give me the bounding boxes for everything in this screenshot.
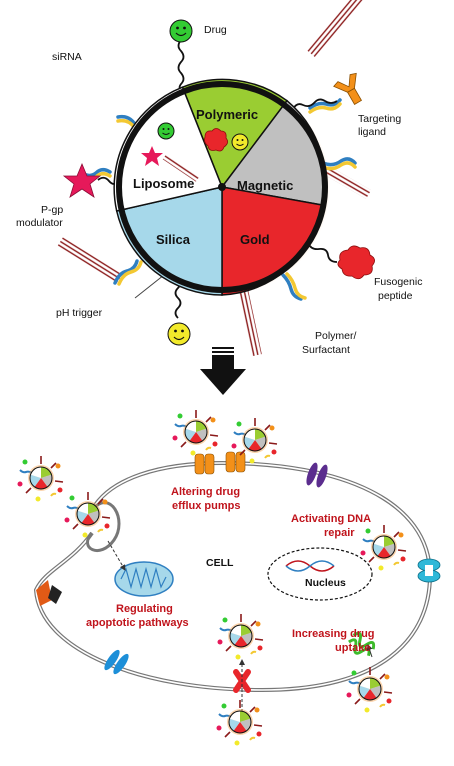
mini-nanoparticle bbox=[345, 666, 393, 714]
fusogenic-peptide-icon bbox=[337, 245, 375, 280]
label-cell: CELL bbox=[206, 557, 234, 569]
cell-membrane-inner bbox=[35, 462, 431, 691]
label-fusogenic-line2: peptide bbox=[378, 290, 413, 302]
label-dna-line1: Activating DNA bbox=[291, 513, 371, 525]
label-targeting-ligand-line2: ligand bbox=[358, 126, 386, 138]
label-liposome: Liposome bbox=[133, 176, 194, 191]
drug-green-icon bbox=[169, 19, 193, 43]
label-polymer-line2: Surfactant bbox=[302, 344, 350, 356]
label-gold: Gold bbox=[240, 232, 270, 247]
label-uptake-line1: Increasing drug bbox=[292, 628, 375, 640]
pgp-modulator-star-icon bbox=[62, 162, 102, 198]
cargo-inside bbox=[141, 122, 249, 182]
polymer-chains bbox=[80, 98, 357, 301]
label-sirna: siRNA bbox=[52, 51, 82, 63]
mini-nanoparticle bbox=[171, 409, 219, 457]
sirna-strand-top-right bbox=[307, 0, 368, 58]
sirna-strand-left bbox=[57, 237, 123, 283]
label-pgp-line1: P-gp bbox=[41, 204, 63, 216]
label-pgp-line2: modulator bbox=[16, 217, 63, 229]
label-polymer-line1: Polymer/ bbox=[315, 330, 357, 342]
label-dna-line2: repair bbox=[324, 527, 355, 539]
label-drug: Drug bbox=[204, 24, 227, 36]
cell-diagram: CELL Nucleus Altering drug efflux pumps … bbox=[16, 409, 441, 747]
nanoparticle-outline bbox=[116, 81, 328, 293]
membrane-channel-cyan-icon bbox=[417, 558, 441, 583]
membrane-channel-purple-icon bbox=[306, 462, 328, 488]
sirna-strand-bottom bbox=[236, 279, 262, 357]
label-fusogenic-line1: Fusogenic bbox=[374, 276, 422, 288]
label-ph-trigger: pH trigger bbox=[56, 307, 103, 319]
label-apoptotic-line2: apoptotic pathways bbox=[86, 617, 189, 629]
nanoparticle-attachments: Polymeric Magnetic Gold Silica Liposome bbox=[57, 0, 375, 357]
label-targeting-ligand-line1: Targeting bbox=[358, 113, 401, 125]
label-polymeric: Polymeric bbox=[196, 107, 258, 122]
mitochondrion-icon bbox=[114, 561, 174, 597]
label-silica: Silica bbox=[156, 232, 191, 247]
label-efflux-line1: Altering drug bbox=[171, 486, 240, 498]
label-efflux-line2: efflux pumps bbox=[172, 500, 240, 512]
mini-nanoparticle bbox=[16, 455, 64, 503]
label-magnetic: Magnetic bbox=[237, 178, 293, 193]
targeting-ligand-icon bbox=[333, 72, 363, 105]
down-arrow-icon bbox=[200, 347, 246, 395]
label-uptake-line2: uptake bbox=[335, 642, 370, 654]
efflux-pump-icon bbox=[194, 451, 246, 475]
mini-nanoparticle bbox=[63, 491, 111, 539]
mini-nanoparticle bbox=[215, 699, 263, 747]
membrane-channel-orange-icon bbox=[36, 580, 62, 606]
drug-yellow-icon bbox=[167, 322, 191, 346]
label-apoptotic-line1: Regulating bbox=[116, 603, 173, 615]
mini-nanoparticle bbox=[216, 613, 264, 661]
segment-silica bbox=[115, 186, 223, 296]
nucleus-outline bbox=[267, 547, 373, 601]
segment-polymeric bbox=[181, 78, 289, 189]
membrane-channel-blue-icon bbox=[104, 649, 129, 675]
component-labels: Drug siRNA Targeting ligand P-gp modulat… bbox=[16, 24, 422, 356]
dna-helix-icon bbox=[285, 560, 335, 572]
label-nucleus: Nucleus bbox=[305, 577, 346, 589]
